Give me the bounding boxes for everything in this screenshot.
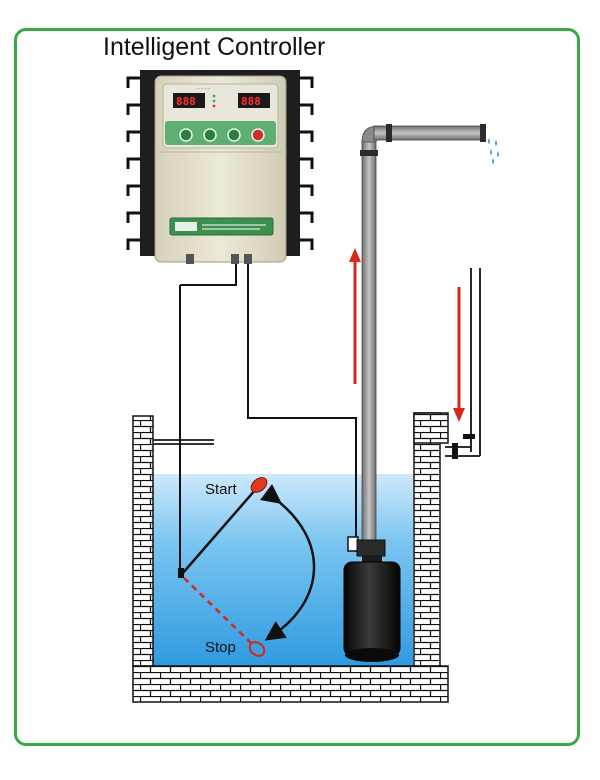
svg-text:∙∙∙∙∙∙∙∙∙∙∙: ∙∙∙∙∙∙∙∙∙∙∙ [195,86,210,92]
cooling-fins-left [126,76,142,250]
tank-wall-right [413,412,441,667]
pump-power-wire [247,262,357,552]
start-label: Start [205,481,238,498]
control-wiring [180,262,357,552]
water-drops [488,138,499,164]
inlet-pipe [445,268,481,459]
float-pivot [178,568,184,578]
cable-gland-3 [244,254,252,264]
stop-label: Stop [205,639,236,656]
button-strip [165,121,276,145]
float-ball-stop [248,641,266,657]
pump-body [343,561,401,657]
diagram-title: Intelligent Controller [103,33,326,61]
discharge-pipe [360,124,499,541]
cable-gland-2 [231,254,239,264]
display-right-value: 888 [241,95,261,108]
float-arm-start [181,488,257,575]
intelligent-controller: ∙∙∙∙∙∙∙∙∙∙∙ 888 888 [126,70,314,264]
cooling-fins-right [298,76,314,250]
float-travel-arc [259,483,316,641]
pipe-coupling-1 [386,124,392,142]
tank-wall-left [132,415,154,667]
button-1 [179,128,193,142]
float-arm-stop [183,577,253,645]
flow-arrows [349,248,465,422]
float-switch: Start Stop [153,285,316,657]
flow-arrow-up [349,248,361,262]
pipe-vertical [361,139,377,541]
pump-neck [362,556,382,564]
button-2 [203,128,217,142]
button-4 [251,128,265,142]
float-wire [180,262,237,286]
indicator-leds [212,94,216,108]
display-right [238,93,270,108]
diagram-frame [14,28,580,746]
button-3 [227,128,241,142]
pipe-coupling-2 [360,150,378,156]
tank-floor [132,665,449,703]
pump-head [356,539,386,557]
pipe-outlet [480,124,486,142]
pump-base [345,648,399,662]
submersible-pump [343,536,401,662]
cable-gland-1 [186,254,194,264]
tank-wall-right-top [413,412,449,444]
display-left [173,93,205,108]
display-left-value: 888 [176,95,196,108]
flow-arrow-down [453,408,465,422]
float-support-bracket [153,439,214,445]
